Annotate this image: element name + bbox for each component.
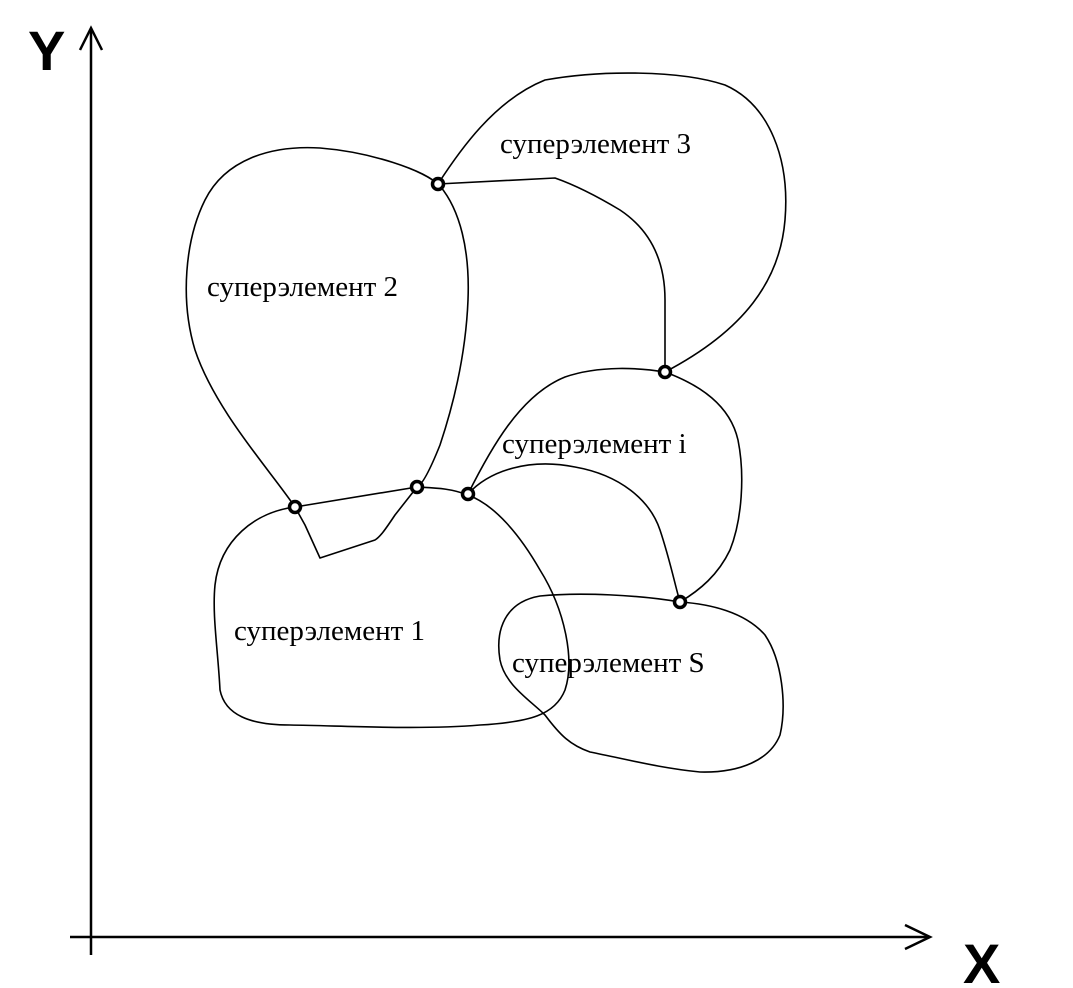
x-axis-label: X bbox=[963, 932, 1000, 988]
superelement-3-boundary bbox=[437, 72, 787, 373]
node-5 bbox=[460, 486, 476, 502]
superelement-1-label: суперэлемент 1 bbox=[234, 615, 425, 647]
node-4 bbox=[409, 479, 425, 495]
y-axis-arrow bbox=[78, 25, 104, 51]
x-axis-arrow bbox=[904, 923, 933, 951]
superelement-i-label: суперэлемент i bbox=[502, 428, 687, 460]
superelement-S-label: суперэлемент S bbox=[512, 647, 705, 679]
superelement-3-label: суперэлемент 3 bbox=[500, 128, 691, 160]
node-1 bbox=[430, 176, 446, 192]
node-3 bbox=[287, 499, 303, 515]
node-2 bbox=[657, 364, 673, 380]
superelement-1-inner-edge bbox=[294, 486, 418, 508]
node-6 bbox=[672, 594, 688, 610]
superelement-2-label: суперэлемент 2 bbox=[207, 271, 398, 303]
superelement-S-boundary bbox=[498, 593, 784, 773]
superelement-i-inner-edge bbox=[467, 463, 681, 603]
superelement-i-boundary bbox=[467, 367, 743, 603]
y-axis-label: Y bbox=[28, 19, 65, 82]
superelement-1-boundary bbox=[213, 486, 570, 729]
superelement-2-boundary bbox=[185, 146, 470, 508]
